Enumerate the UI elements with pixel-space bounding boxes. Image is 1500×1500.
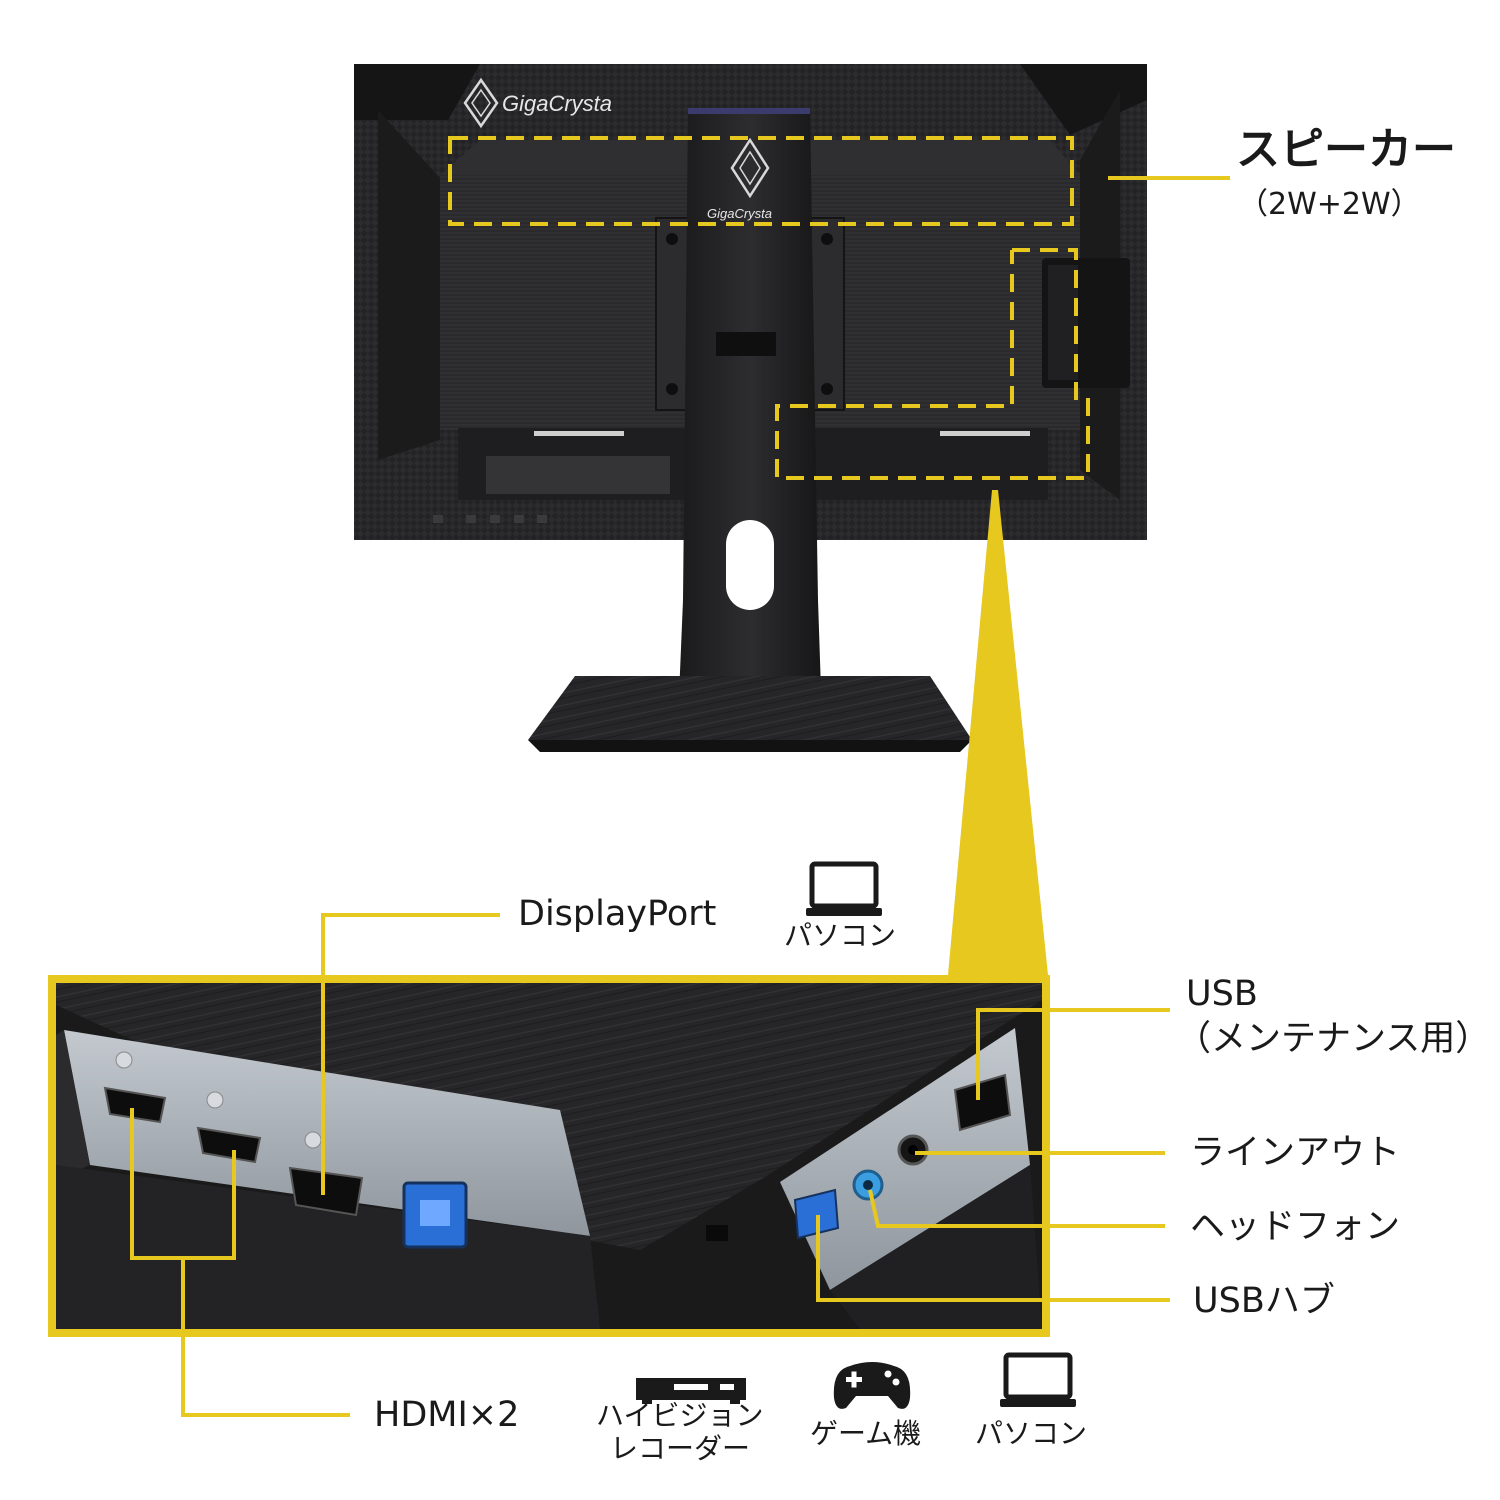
headphone-jack xyxy=(852,1169,884,1201)
speaker-region xyxy=(448,136,1074,226)
hdmi-label: HDMI×2 xyxy=(374,1395,520,1435)
usb-maintenance-leader xyxy=(976,1008,1170,1100)
laptop-icon xyxy=(1000,1352,1076,1407)
zoom-beam xyxy=(948,490,1048,975)
game-console-label: ゲーム機 xyxy=(810,1417,922,1450)
gamepad-icon xyxy=(833,1362,911,1409)
pc-label: パソコン xyxy=(975,1417,1088,1450)
speaker-detail: （2W+2W） xyxy=(1238,187,1421,222)
headphone-label: ヘッドフォン xyxy=(1190,1207,1401,1247)
usb-hub-leader xyxy=(816,1215,1170,1302)
displayport-device-label: パソコン xyxy=(784,919,897,952)
hdmi-port-2 xyxy=(196,1091,262,1164)
displayport-leader xyxy=(321,913,500,1195)
recorder-label-line1: ハイビジョン xyxy=(596,1399,764,1432)
displayport-label: DisplayPort xyxy=(518,894,717,934)
lock-slot xyxy=(706,1225,728,1241)
stand-emblem-icon xyxy=(730,137,770,199)
usb-maintenance-detail: （メンテナンス用） xyxy=(1176,1019,1491,1059)
highlight-regions xyxy=(448,136,1090,480)
logo-text: GigaCrysta xyxy=(502,91,613,116)
recorder-icon xyxy=(636,1378,746,1404)
laptop-icon xyxy=(806,861,882,916)
port-closeup xyxy=(48,975,1050,1337)
usb-b-port xyxy=(402,1181,468,1249)
headphone-leader xyxy=(868,1189,1165,1228)
displayport-port xyxy=(288,1131,364,1217)
line-out-label: ラインアウト xyxy=(1190,1133,1401,1173)
hdmi-leader xyxy=(181,1258,350,1417)
monitor-stand xyxy=(528,108,972,752)
closeup-leader-lines xyxy=(130,913,1170,1417)
hdmi-port-1 xyxy=(103,1051,167,1124)
line-out-jack xyxy=(897,1134,929,1166)
usb-maintenance-port xyxy=(953,1073,1012,1132)
usb-maintenance-label: USB xyxy=(1186,974,1258,1014)
recorder-label-line2: レコーダー xyxy=(610,1432,751,1465)
stand-logo-text: GigaCrysta xyxy=(707,206,773,221)
port-region xyxy=(775,248,1090,480)
brand-emblem-icon xyxy=(463,77,499,129)
speaker-title: スピーカー xyxy=(1236,124,1456,175)
usb-hub-port xyxy=(793,1188,840,1240)
usb-hub-label: USBハブ xyxy=(1193,1281,1335,1321)
